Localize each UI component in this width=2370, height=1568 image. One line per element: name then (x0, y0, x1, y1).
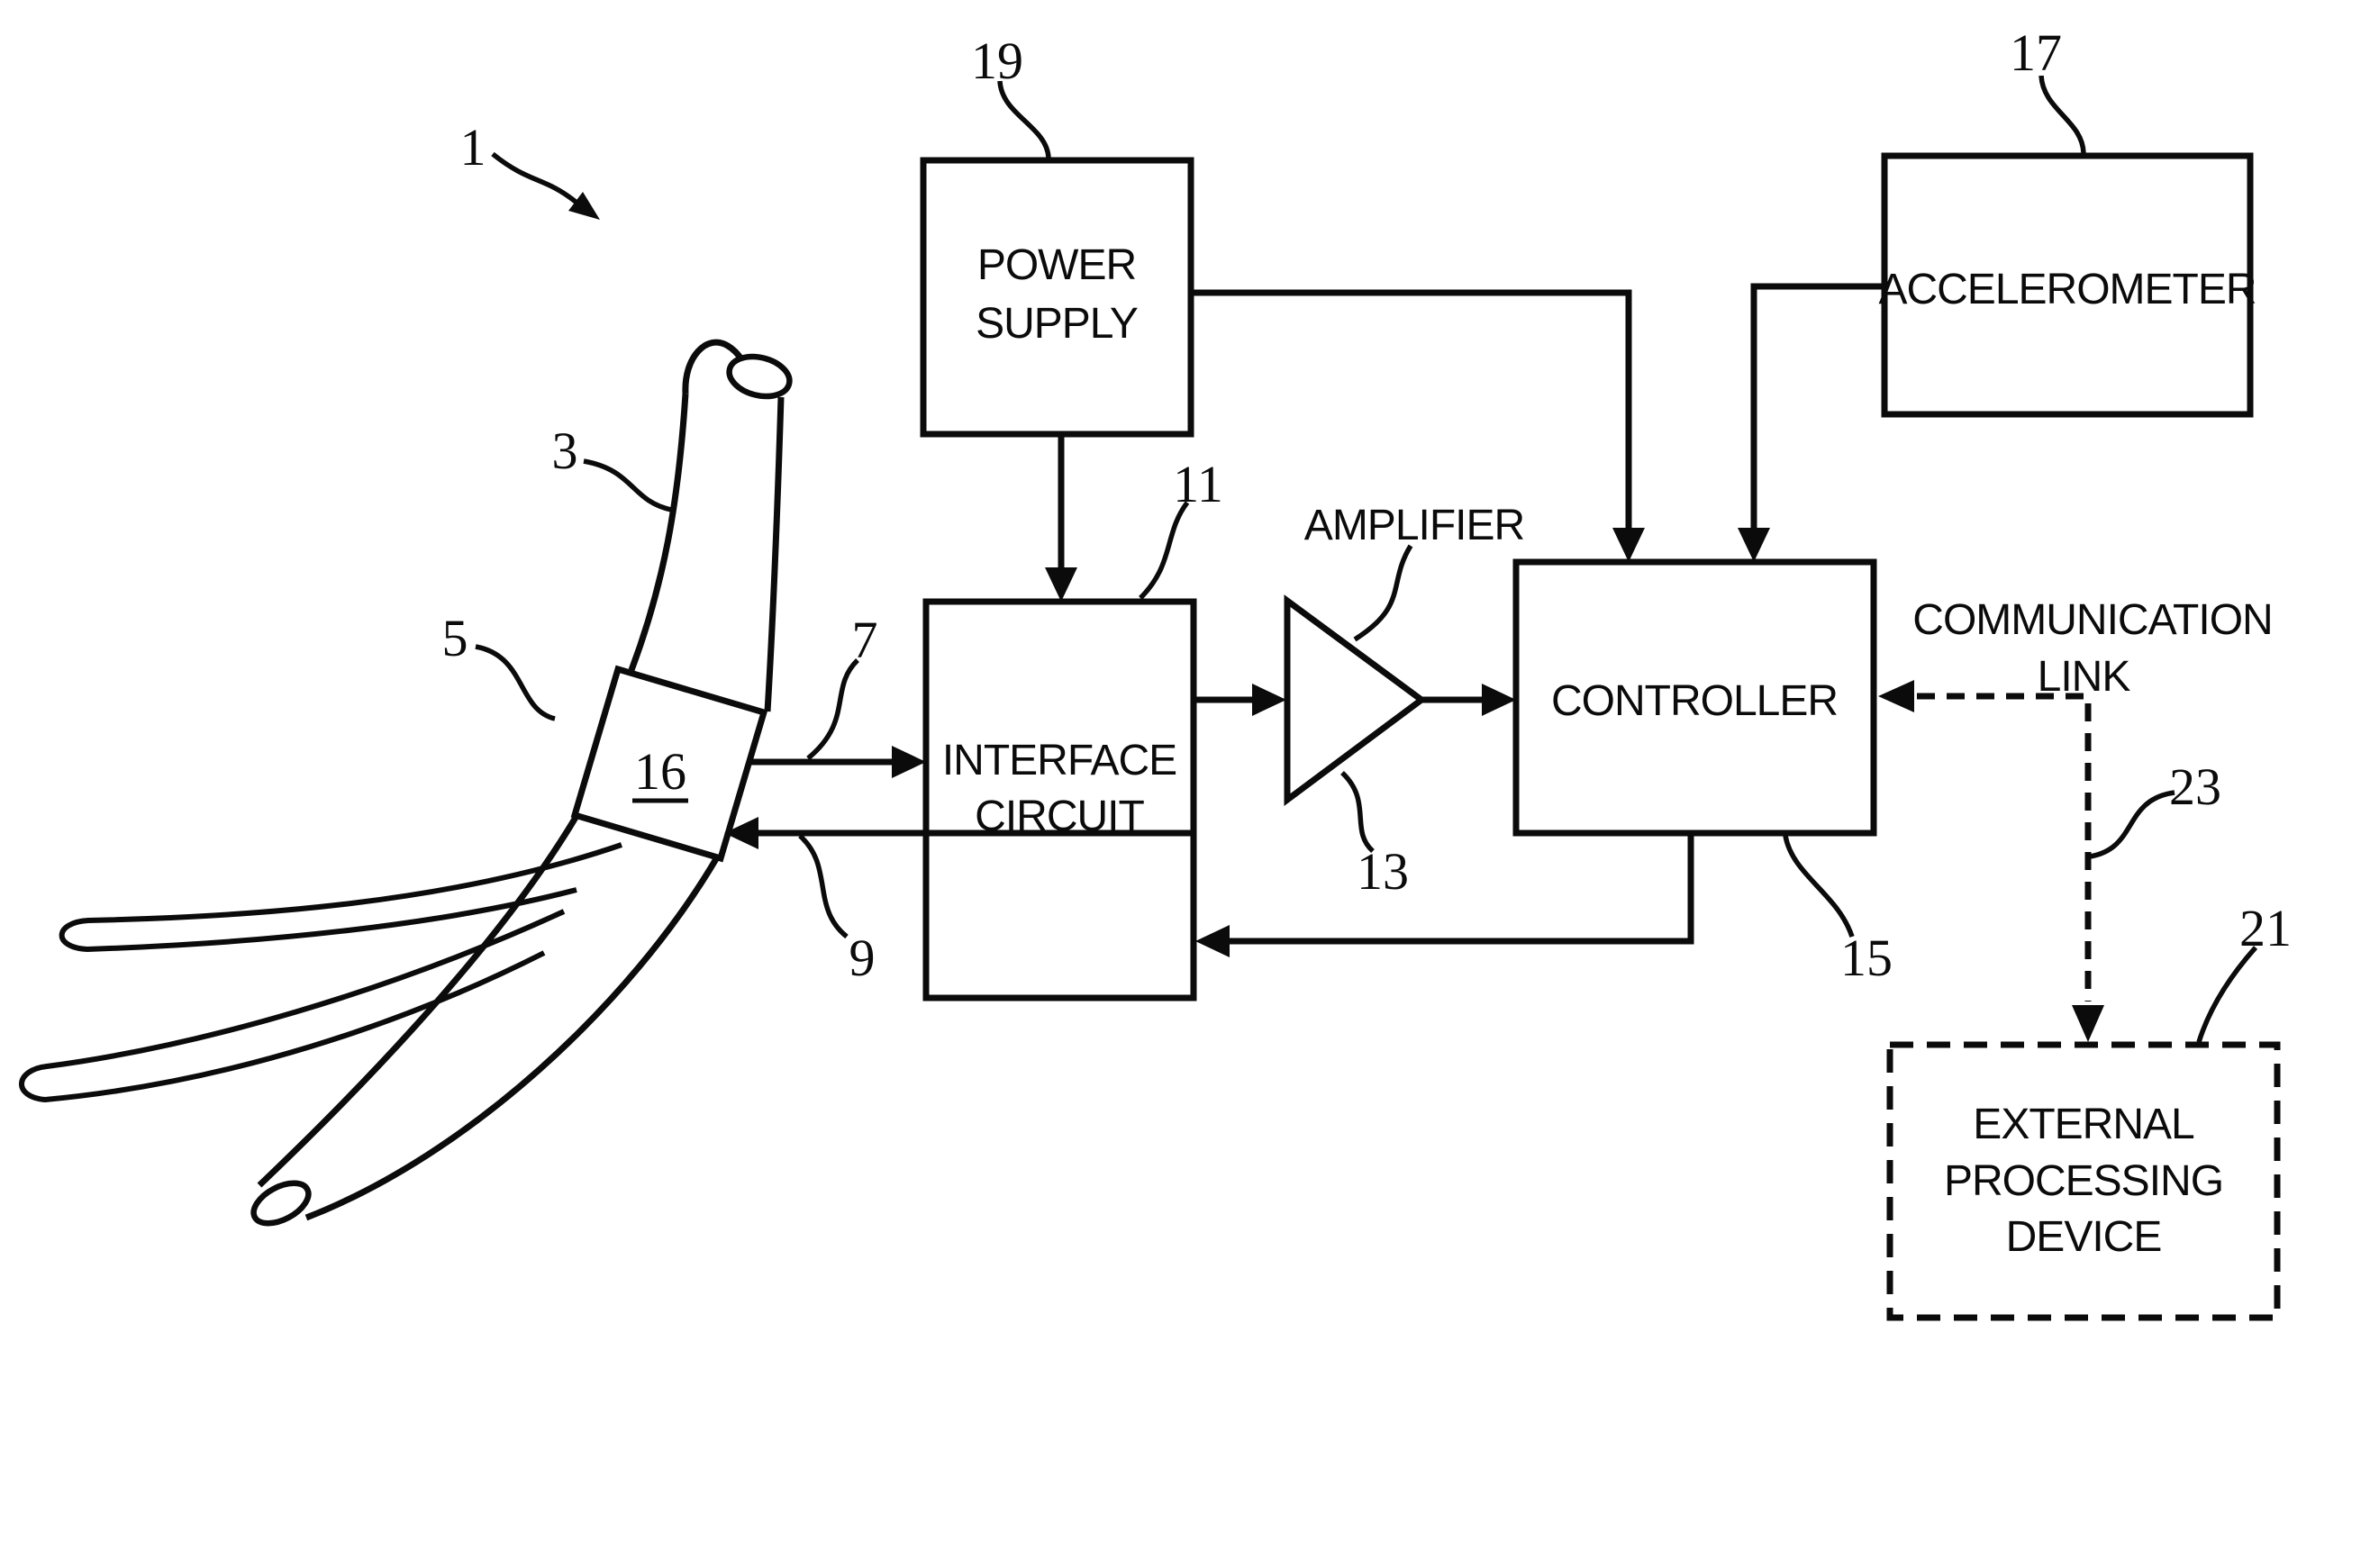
ref-7-leader (806, 658, 859, 761)
ref-11: 11 (1173, 455, 1223, 513)
connectors: COMMUNICATION LINK (724, 283, 2274, 1042)
lead-trunk-end-cap (250, 1180, 312, 1227)
arrowhead-lead-to-interface (892, 746, 926, 778)
lead-tail-upper (59, 842, 622, 953)
communication-link-label-line1: COMMUNICATION (1912, 596, 2272, 644)
power-supply-label-line2: SUPPLY (976, 300, 1138, 348)
controller-label: CONTROLLER (1551, 677, 1838, 725)
ref-5: 5 (442, 609, 468, 667)
lead-assembly: 16 (19, 339, 793, 1227)
external-processing-device-label-line2: PROCESSING (1944, 1157, 2223, 1205)
ref-13-leader (1340, 770, 1375, 854)
lead-tail-lower (19, 909, 566, 1103)
ref-21: 21 (2239, 899, 2292, 957)
external-processing-device-label-line1: EXTERNAL (1973, 1101, 2194, 1148)
arrowhead-amplifier-to-controller (1482, 684, 1516, 716)
arrowhead-power-to-controller (1612, 528, 1645, 562)
lead-body-left-edge (628, 393, 689, 672)
lead-body-right-edge (764, 396, 785, 712)
power-supply-box (920, 157, 1194, 438)
amplifier-label: AMPLIFIER (1304, 502, 1524, 549)
ref-1-arrow-shaft (491, 151, 577, 204)
ref-1: 1 (460, 118, 486, 177)
ref-5-leader (475, 644, 556, 721)
lead-body-end-cap (726, 353, 793, 400)
ref-9: 9 (849, 929, 876, 987)
arrowhead-controller-to-interface (1195, 925, 1230, 957)
arrowhead-comm-link-to-controller (1878, 680, 1914, 712)
block-accelerometer: ACCELEROMETER (1878, 152, 2257, 418)
arrowhead-interface-to-amplifier (1252, 684, 1286, 716)
power-supply-label-line1: POWER (977, 241, 1136, 289)
arrowhead-interface-to-lead (724, 817, 758, 849)
ref-21-leader (2196, 946, 2258, 1043)
ref-17: 17 (2010, 23, 2062, 82)
external-processing-device-label-line3: DEVICE (2006, 1213, 2162, 1261)
ref-15-leader (1783, 835, 1855, 938)
ref-3-leader (583, 458, 672, 512)
interface-circuit-box (922, 598, 1197, 1002)
ref-19-leader (997, 80, 1051, 159)
ref-23-leader (2089, 790, 2175, 859)
lead-trunk-left-edge (257, 814, 580, 1188)
reference-numerals: 1 3 5 7 9 11 13 15 17 19 21 23 (442, 23, 2292, 1043)
controller-box (1512, 558, 1877, 837)
interface-circuit-label-line1: INTERFACE (942, 737, 1176, 784)
wire-power-to-controller (1191, 289, 1632, 530)
external-processing-device-box (1886, 1041, 2281, 1321)
communication-link-label-line2: LINK (2038, 653, 2131, 701)
ref-3: 3 (552, 421, 578, 480)
accelerometer-box (1881, 152, 2254, 418)
wire-accelerometer-to-controller (1750, 283, 1884, 530)
block-interface-circuit: INTERFACE CIRCUIT (922, 598, 1197, 1002)
arrowhead-power-to-interface (1045, 567, 1077, 602)
ref-15: 15 (1840, 929, 1893, 987)
ref-23: 23 (2169, 757, 2221, 816)
wire-controller-to-interface (1228, 833, 1694, 945)
amplifier-label-leader (1353, 544, 1413, 642)
wire-communication-link (1917, 693, 2092, 1002)
ref-19: 19 (971, 32, 1023, 90)
ref-9-leader (798, 833, 849, 939)
accelerometer-label: ACCELEROMETER (1878, 266, 2256, 313)
arrowhead-accelerometer-to-controller (1738, 528, 1770, 562)
block-controller: CONTROLLER (1512, 558, 1877, 837)
arrowhead-comm-link-to-external-device (2072, 1005, 2104, 1042)
sensor-module-ref-label: 16 (634, 742, 686, 801)
ref-1-arrowhead (568, 192, 600, 220)
ref-17-leader (2039, 75, 2086, 154)
block-external-processing-device: EXTERNAL PROCESSING DEVICE (1886, 1041, 2281, 1321)
block-amplifier: AMPLIFIER (1284, 502, 1525, 806)
ref-11-leader (1139, 501, 1190, 600)
sensor-module-box (570, 665, 768, 863)
ref-13: 13 (1357, 842, 1409, 901)
block-power-supply: POWER SUPPLY (920, 157, 1194, 438)
lead-trunk-right-edge (304, 856, 721, 1221)
amplifier-triangle (1284, 594, 1427, 806)
